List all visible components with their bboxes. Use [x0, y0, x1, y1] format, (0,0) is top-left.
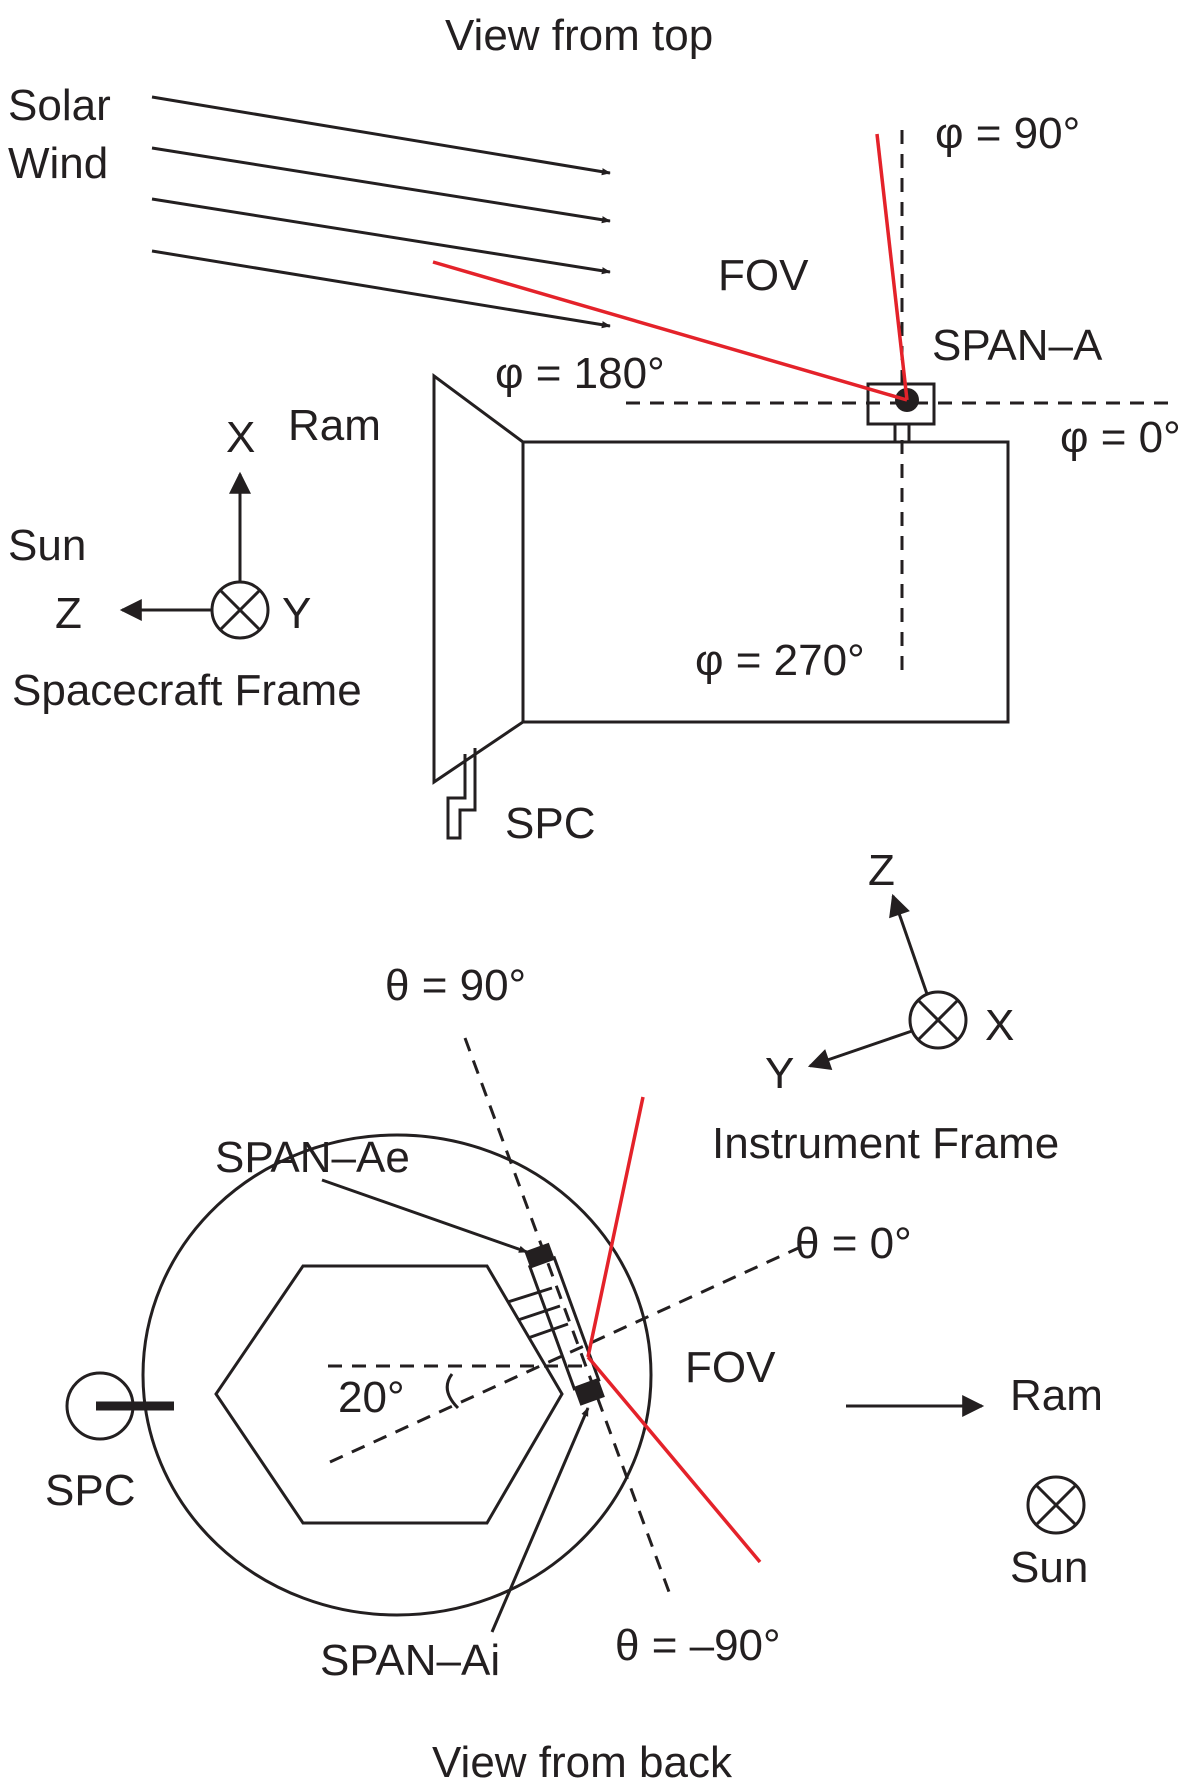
fov-label-top: FOV — [718, 251, 809, 300]
angle-20-label: 20° — [338, 1373, 405, 1422]
span-ai-sensor — [573, 1378, 605, 1406]
spacecraft-outline-back — [141, 1133, 653, 1617]
y-axis-into-page-icon — [210, 580, 270, 640]
fov-line-back-upper — [586, 1096, 645, 1358]
back-view-title: View from back — [432, 1738, 733, 1787]
solar-wind-arrow — [151, 95, 611, 176]
solar-wind-label-line1: Solar — [8, 81, 111, 130]
span-ae-label: SPAN–Ae — [215, 1133, 410, 1182]
fov-line-back-lower — [586, 1355, 762, 1564]
span-a-mount — [893, 422, 911, 444]
top-view-title: View from top — [445, 11, 713, 60]
hexagon-body — [214, 1264, 564, 1525]
y-axis-arrow — [807, 1029, 913, 1070]
solar-wind-arrows — [151, 95, 611, 329]
phi-0-label: φ = 0° — [1060, 413, 1181, 462]
back-view: Z X Y Instrument Frame θ = 90° θ = 0° θ … — [45, 846, 1103, 1787]
sun-label-back: Sun — [1010, 1543, 1088, 1592]
solar-wind-arrow — [151, 146, 611, 224]
sun-cross — [1035, 1484, 1077, 1526]
instrument-frame-label: Instrument Frame — [712, 1119, 1059, 1168]
span-a-instrument-body — [527, 1255, 601, 1391]
x-axis-label-back: X — [985, 1001, 1014, 1050]
z-axis-label: Z — [55, 589, 82, 638]
heat-shield — [432, 373, 525, 785]
z-axis-arrow — [889, 893, 929, 995]
y-axis-label-back: Y — [765, 1049, 794, 1098]
x-axis-cross — [917, 999, 959, 1041]
instrument-frame-axes: Z X Y Instrument Frame — [712, 846, 1059, 1168]
x-axis-into-page-icon — [908, 990, 968, 1050]
span-a-instrument-back — [524, 1242, 605, 1406]
theta-0-axis — [329, 1243, 806, 1464]
theta-0-label: θ = 0° — [795, 1219, 912, 1268]
solar-wind-arrow — [151, 249, 611, 329]
strut — [517, 1304, 561, 1322]
spacecraft-frame-axes: X Z Y Sun Spacecraft Frame — [8, 413, 362, 715]
strut — [527, 1322, 569, 1340]
spc-label-top: SPC — [505, 799, 595, 848]
sun-label-top: Sun — [8, 521, 86, 570]
strut — [507, 1286, 553, 1304]
theta-90-minus-90-axis — [463, 1037, 674, 1601]
spc-label-back: SPC — [45, 1466, 135, 1515]
angle-20-arc — [445, 1373, 460, 1410]
y-axis-cross — [219, 589, 261, 631]
theta-90-label: θ = 90° — [385, 961, 526, 1010]
top-view: View from top Solar Wind FOV φ = 90° SPA… — [8, 11, 1181, 848]
phi-180-label: φ = 180° — [495, 349, 665, 398]
instrument-struts — [507, 1286, 569, 1340]
span-ae-sensor — [524, 1242, 555, 1269]
phi-90-label: φ = 90° — [935, 109, 1080, 158]
ram-label-top: Ram — [288, 401, 381, 450]
spc-cup-top — [446, 748, 477, 840]
theta-minus-90-label: θ = –90° — [615, 1621, 781, 1670]
fov-line-top-right — [875, 133, 909, 401]
ram-label-back: Ram — [1010, 1371, 1103, 1420]
phi-270-label: φ = 270° — [695, 636, 865, 685]
span-ae-pointer — [321, 1178, 528, 1254]
x-axis-label: X — [226, 413, 255, 462]
y-axis-label: Y — [282, 589, 311, 638]
span-ai-label: SPAN–Ai — [320, 1636, 500, 1685]
spacecraft-body — [521, 440, 1010, 724]
spacecraft-frame-label: Spacecraft Frame — [12, 666, 362, 715]
span-ai-pointer — [490, 1407, 590, 1633]
sun-into-page-icon — [1026, 1475, 1086, 1535]
span-a-label: SPAN–A — [932, 321, 1103, 370]
solar-wind-label-line2: Wind — [8, 139, 108, 188]
z-axis-label-back: Z — [868, 846, 895, 895]
fov-line-top-left — [432, 260, 908, 402]
fov-label-back: FOV — [685, 1343, 776, 1392]
solar-wind-arrow — [151, 197, 611, 275]
